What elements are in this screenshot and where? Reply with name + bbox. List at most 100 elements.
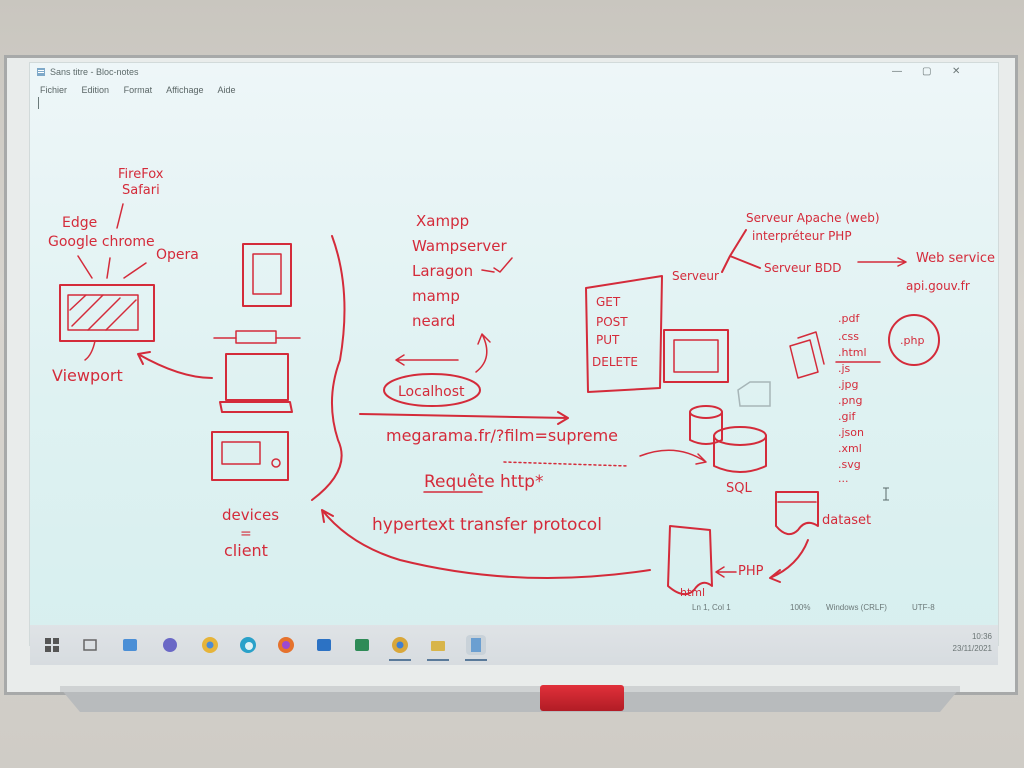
ext-pdf: .pdf [838,312,860,325]
ext-css: .css [838,330,859,343]
task-view-icon[interactable] [80,635,100,655]
text-cursor-icon [883,487,889,501]
menu-affichage[interactable]: Affichage [166,85,204,95]
window-title: Sans titre - Bloc-notes [50,67,139,77]
text-caret [38,97,39,109]
server-branches [721,229,761,273]
folder-sketch [737,381,771,407]
request-label: Requête http* [424,472,543,492]
dataset-label: dataset [822,513,871,528]
laragon-label: Laragon [412,262,473,280]
ext-html: .html [838,346,867,359]
server-monitor-screen [673,339,719,373]
wampserver-label: Wampserver [412,237,508,255]
opera-label: Opera [156,247,199,263]
ext-png: .png [838,394,862,407]
folder-icon[interactable] [428,635,448,655]
localhost-left-arrow [395,354,459,366]
php-interpreter-label: interpréteur PHP [752,229,852,243]
php-circle [888,314,940,366]
menu-bar: Fichier Edition Format Affichage Aide [40,85,248,95]
html-label: html [680,586,705,599]
edge-icon[interactable] [238,635,258,655]
clock-date: 23/11/2021 [952,644,992,653]
system-clock[interactable]: 10:36 23/11/2021 [953,631,992,655]
server-monitor-drawing [663,329,729,383]
html-document-drawing [667,525,713,596]
menu-fichier[interactable]: Fichier [40,85,68,95]
taskbar: 10:36 23/11/2021 [30,625,998,665]
method-get: GET [596,295,621,309]
file-explorer-icon[interactable] [120,635,140,655]
ext-json: .json [838,426,864,439]
chrome-icon[interactable] [390,635,410,655]
apache-label: Serveur Apache (web) [746,211,880,225]
url-to-db-arrow [639,449,707,465]
edge-label: Edge [62,215,97,231]
url-query-underline [503,461,629,467]
localhost-ellipse [383,373,481,407]
ext-xml: .xml [838,442,862,455]
projected-notepad-window: Sans titre - Bloc-notes — ▢ ✕ Fichier Ed… [30,63,998,645]
whiteboard-eraser [540,685,624,711]
safari-label: Safari [122,183,160,198]
file-extension-list: .pdf .css .html .js .jpg .png .gif .json… [838,312,867,485]
ext-svg: .svg [838,458,861,471]
neard-label: neard [412,312,455,330]
windows-start-icon[interactable] [42,635,62,655]
xampp-label: Xampp [416,212,469,230]
monitor-screen [221,441,261,465]
excel-icon[interactable] [352,635,372,655]
method-delete: DELETE [592,355,638,369]
server-label: Serveur [672,269,719,283]
laptop-base-drawing [219,401,293,413]
viewport-label: Viewport [52,366,123,385]
active-app-indicator [427,659,449,661]
menu-edition[interactable]: Edition [81,85,110,95]
db-large-body [713,435,767,473]
server-box [585,275,663,393]
mamp-label: mamp [412,287,460,305]
maximize-button[interactable]: ▢ [922,66,932,77]
monitor-drawing [211,431,289,481]
menu-aide[interactable]: Aide [217,85,236,95]
firefox-label: FireFox [118,167,164,182]
line-ending: Windows (CRLF) [826,603,887,612]
tablet-drawing [242,243,292,307]
laragon-checkmark [481,257,513,273]
chrome-label: Google chrome [48,234,155,250]
monitor-button [271,458,281,468]
notepad-icon[interactable] [466,635,486,655]
method-post: POST [596,315,628,329]
files-stack-drawing [789,331,825,379]
laptop-screen-drawing [225,353,289,401]
ext-more: ... [838,472,849,485]
localhost-label: Localhost [398,384,465,400]
viewport-pointer [84,340,96,361]
close-button[interactable]: ✕ [952,66,961,77]
teams-icon[interactable] [160,635,180,655]
php-to-html-arrow [715,566,737,578]
ext-jpg: .jpg [838,378,859,391]
client-brace [311,235,346,501]
devices-equals: = [240,526,252,542]
localhost-up-arrow [475,333,491,373]
cursor-position: Ln 1, Col 1 [692,603,731,612]
client-label: client [224,541,268,560]
method-put: PUT [596,333,620,347]
watch-drawing [235,330,277,344]
bdd-to-webservice-arrow [857,257,907,267]
active-app-indicator [389,659,411,661]
chrome-icon[interactable] [200,635,220,655]
whiteboard-marker-tray [60,686,960,712]
outlook-icon[interactable] [314,635,334,655]
ext-js: .js [838,362,851,375]
minimize-button[interactable]: — [892,66,902,77]
protocol-label: hypertext transfer protocol [372,515,602,535]
viewport-screen [59,284,155,342]
firefox-icon[interactable] [276,635,296,655]
db-small-top [689,405,723,419]
menu-format[interactable]: Format [123,85,153,95]
api-label: api.gouv.fr [906,279,970,293]
